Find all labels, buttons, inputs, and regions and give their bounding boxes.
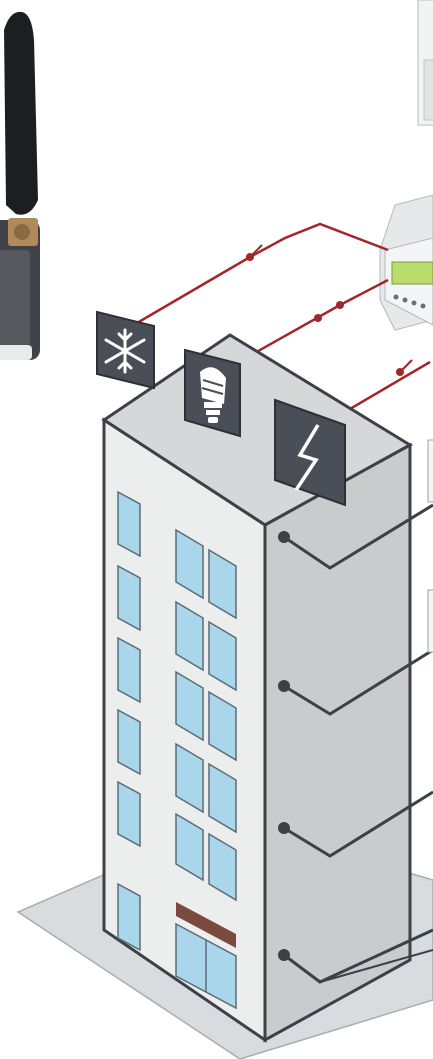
window xyxy=(118,884,140,950)
window xyxy=(118,710,140,774)
window xyxy=(118,566,140,630)
window xyxy=(118,782,140,846)
meter-devices xyxy=(428,440,433,652)
window xyxy=(118,638,140,702)
controller-display xyxy=(392,262,433,284)
light-bulb-icon xyxy=(185,350,240,436)
building xyxy=(104,335,410,1040)
window xyxy=(118,492,140,556)
gsm-modem xyxy=(0,12,40,360)
wall-panel xyxy=(418,0,433,125)
snowflake-icon xyxy=(97,312,154,388)
modem-antenna xyxy=(4,12,38,215)
modem-face xyxy=(0,250,30,345)
controller-device xyxy=(380,195,433,330)
